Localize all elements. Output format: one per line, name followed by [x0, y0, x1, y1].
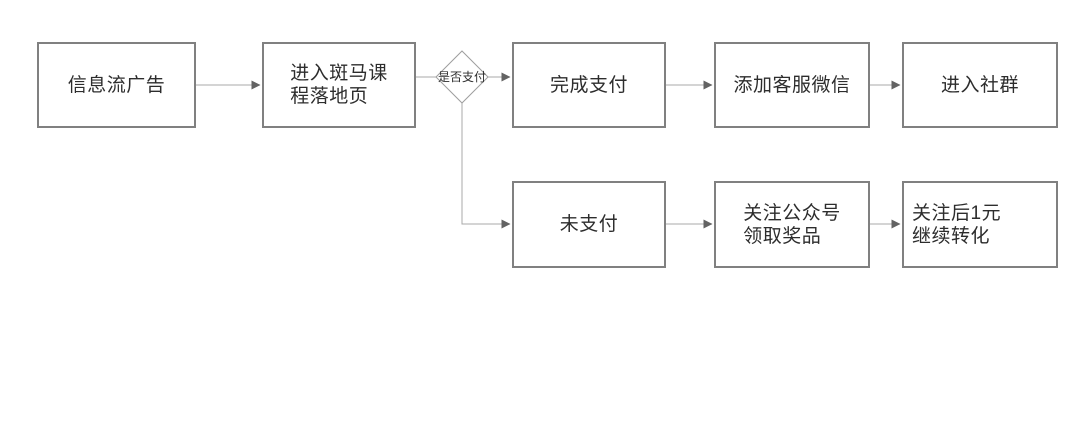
node-label: 完成支付: [549, 74, 628, 96]
node-follow-official-account: 关注公众号领取奖品: [714, 181, 870, 268]
node-payment-done: 完成支付: [512, 42, 666, 128]
node-join-community: 进入社群: [902, 42, 1058, 128]
node-label: 进入斑马课程落地页: [290, 63, 388, 107]
node-landing-page: 进入斑马课程落地页: [262, 42, 416, 128]
node-label: 未支付: [559, 214, 619, 235]
node-label: 进入社群: [940, 74, 1019, 96]
node-label: 添加客服微信: [733, 74, 851, 96]
decision-label: 是否支付: [437, 70, 486, 84]
node-feed-ad: 信息流广告: [37, 42, 196, 128]
node-add-service-wechat: 添加客服微信: [714, 42, 870, 128]
node-label: 关注后1元继续转化: [912, 202, 1002, 247]
node-label: 关注公众号领取奖品: [743, 202, 841, 247]
decision-diamond-shape: [435, 50, 489, 104]
node-unpaid: 未支付: [512, 181, 666, 268]
node-continue-conversion: 关注后1元继续转化: [902, 181, 1058, 268]
node-label: 信息流广告: [67, 74, 166, 96]
edge-decision-to-unpaid: [461, 103, 511, 229]
